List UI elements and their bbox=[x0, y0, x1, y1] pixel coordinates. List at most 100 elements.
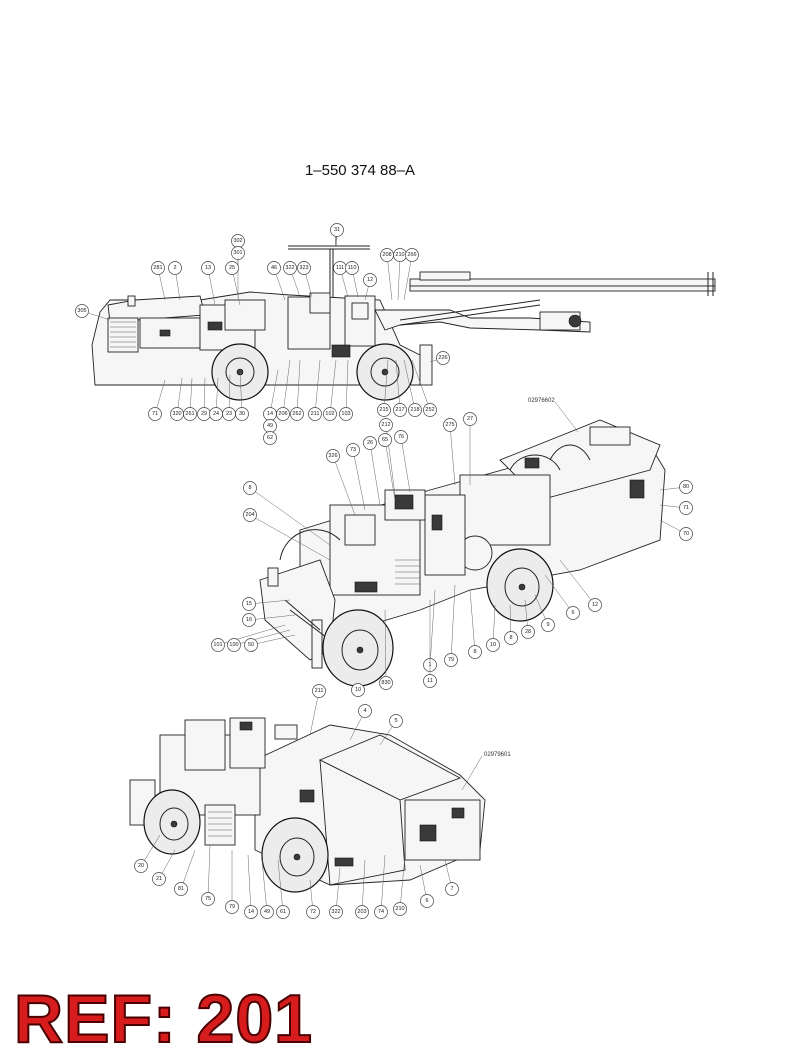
callout-bubble: 6 bbox=[419, 864, 434, 908]
callout-circle bbox=[389, 714, 403, 728]
callout-circle bbox=[323, 407, 337, 421]
callout-circle bbox=[312, 684, 326, 698]
callout-leader bbox=[384, 439, 396, 501]
callout-circle bbox=[260, 905, 274, 919]
callout-circle bbox=[468, 645, 482, 659]
callout-circle bbox=[306, 905, 320, 919]
callout-label: 266 bbox=[407, 252, 416, 258]
callout-circle bbox=[151, 261, 165, 275]
callout-bubble: 206 bbox=[276, 359, 291, 421]
callout-circle bbox=[227, 638, 241, 652]
callout-bubble: 210 bbox=[393, 854, 407, 916]
callout-bubble: 65 bbox=[378, 433, 396, 501]
callout-label: 21 bbox=[156, 876, 162, 882]
radiator-grille bbox=[110, 321, 136, 348]
callout-bubble: 212 bbox=[379, 418, 396, 496]
callout-label: 212 bbox=[381, 422, 390, 428]
callout-bubble: 46 bbox=[267, 261, 286, 301]
callout-circle bbox=[308, 407, 322, 421]
callout-circle bbox=[588, 598, 602, 612]
callout-bubble: 281 bbox=[151, 261, 166, 301]
callout-leader bbox=[403, 359, 416, 411]
callout-bubble: 7 bbox=[444, 859, 459, 896]
callout-circle bbox=[443, 418, 457, 432]
drawing-number-rear: 02976602 bbox=[528, 398, 555, 404]
callout-label: 217 bbox=[395, 407, 404, 413]
callout-circle bbox=[244, 905, 258, 919]
callout-leader bbox=[397, 254, 401, 301]
callout-bubble: 14 bbox=[244, 854, 258, 919]
callout-circle bbox=[486, 638, 500, 652]
callout-bubble: 323 bbox=[297, 261, 313, 298]
callout-leader bbox=[249, 514, 331, 561]
callout-circle bbox=[211, 638, 225, 652]
callout-circle bbox=[355, 905, 369, 919]
callout-circle bbox=[242, 613, 256, 627]
callout-bubble: 326 bbox=[326, 449, 356, 516]
callout-leader bbox=[314, 359, 321, 415]
callout-bubble: 203 bbox=[355, 859, 369, 919]
callout-bubble: 218 bbox=[403, 359, 422, 417]
callout-circle bbox=[679, 501, 693, 515]
callout-circle bbox=[345, 261, 359, 275]
callout-circle bbox=[394, 430, 408, 444]
rear-iso-front-wheel bbox=[322, 609, 394, 687]
callout-label: 322 bbox=[331, 909, 340, 915]
callout-circle bbox=[393, 902, 407, 916]
callout-label: 262 bbox=[292, 411, 301, 417]
callout-bubble: 210 bbox=[393, 248, 407, 301]
callout-circle bbox=[235, 407, 249, 421]
rear-iso-rear-wheel bbox=[486, 548, 554, 622]
callout-label: 302 bbox=[233, 238, 242, 244]
callout-label: 73 bbox=[350, 447, 356, 453]
front-iso-rear-wheel bbox=[143, 789, 201, 855]
callout-bubble: 103 bbox=[339, 359, 353, 421]
callout-label: 14 bbox=[267, 411, 273, 417]
callout-bubble: 5 bbox=[379, 714, 403, 746]
callout-leader bbox=[345, 359, 349, 415]
callout-leader bbox=[180, 849, 196, 890]
front-vent-grille bbox=[208, 811, 232, 837]
callout-circle bbox=[201, 261, 215, 275]
callout-leader bbox=[239, 369, 243, 415]
callout-label: 74 bbox=[378, 909, 384, 915]
callout-label: 12 bbox=[367, 277, 373, 283]
callout-circle bbox=[225, 261, 239, 275]
callout-bubble: 217 bbox=[393, 359, 407, 417]
callout-bubble: 76 bbox=[394, 430, 411, 493]
callout-circle bbox=[463, 412, 477, 426]
callout-label: 27 bbox=[467, 416, 473, 422]
callout-leader bbox=[383, 359, 389, 411]
callout-circle bbox=[174, 882, 188, 896]
callout-label: 206 bbox=[278, 411, 287, 417]
callout-label: 6 bbox=[571, 610, 574, 616]
callout-label: 7 bbox=[450, 886, 453, 892]
callout-bubble: 30 bbox=[235, 369, 249, 421]
callout-circle bbox=[330, 223, 344, 237]
callout-circle bbox=[541, 618, 555, 632]
callout-bubble: 830 bbox=[379, 609, 393, 690]
callout-bubble: 73 bbox=[346, 443, 366, 511]
callout-label: 81 bbox=[178, 886, 184, 892]
rear-vent-grille bbox=[395, 559, 420, 585]
callout-label: 12 bbox=[592, 602, 598, 608]
callout-label: 11 bbox=[427, 678, 433, 684]
callout-label: 4 bbox=[363, 708, 366, 714]
callout-label: 301 bbox=[233, 250, 242, 256]
callout-bubble: 21 bbox=[152, 849, 176, 886]
callout-label: 72 bbox=[310, 909, 316, 915]
callout-leader bbox=[248, 614, 296, 621]
callout-bubble: 31 bbox=[330, 223, 344, 247]
callout-bubble: 110 bbox=[345, 261, 359, 298]
callout-bubble: 208 bbox=[380, 248, 394, 301]
callout-label: 49 bbox=[267, 423, 273, 429]
callout-bubble: 71 bbox=[659, 501, 693, 515]
callout-label: 204 bbox=[245, 512, 254, 518]
callout-bubble: 211 bbox=[309, 684, 326, 736]
callout-bubble: 6 bbox=[544, 574, 580, 620]
callout-bubble: 10 bbox=[351, 683, 365, 697]
callout-bubble: 101 bbox=[211, 624, 286, 652]
callout-label: 46 bbox=[271, 265, 277, 271]
callout-leader bbox=[296, 359, 301, 415]
callout-leader bbox=[247, 854, 252, 913]
